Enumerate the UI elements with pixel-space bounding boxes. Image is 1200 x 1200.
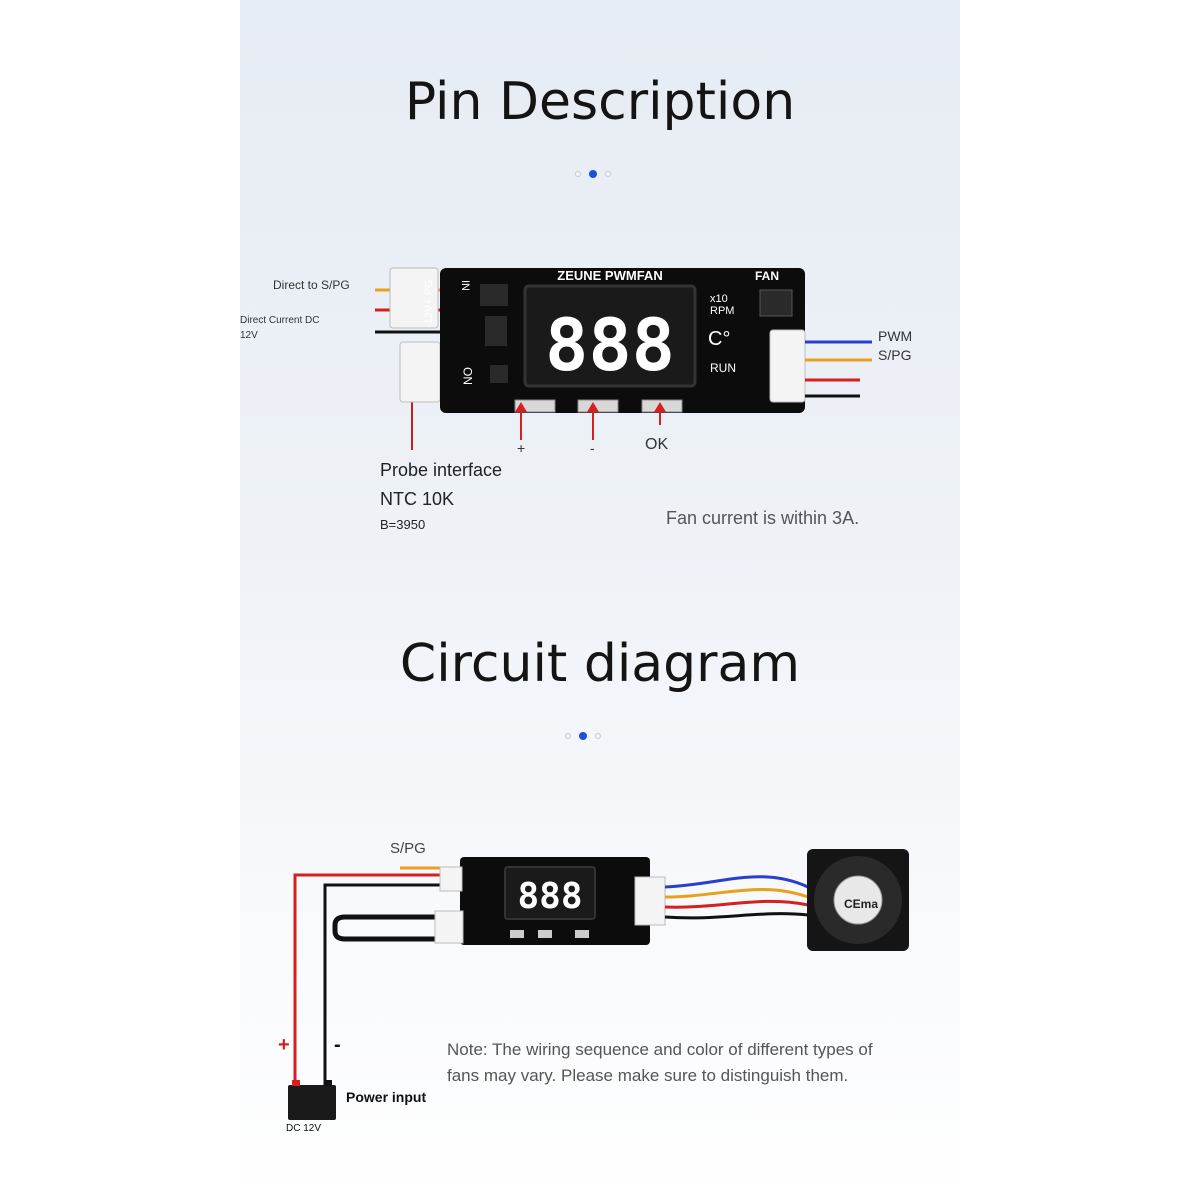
label-direct-spg: Direct to S/PG (273, 278, 350, 292)
power-wire-black (323, 883, 460, 1085)
label-button-minus: - (590, 440, 595, 456)
pcb-chip (490, 365, 508, 383)
arrow-plus-head (515, 402, 527, 412)
battery-terminal (292, 1080, 300, 1086)
board-mark-in: IN (459, 280, 471, 291)
fan-brand: CEma (844, 897, 878, 911)
circuit-right-connector (634, 876, 666, 926)
circuit-minus-sign: - (334, 1034, 341, 1056)
wiring-note-line2: fans may vary. Please make sure to disti… (447, 1066, 849, 1085)
content-panel: Pin Description 888 ZEUNE PWMFAN IN FAN … (240, 0, 960, 1200)
circuit-button (575, 930, 589, 938)
pcb-chip (485, 316, 507, 346)
pager-dots-bottom (565, 732, 601, 740)
label-button-plus: + (517, 440, 526, 456)
pcb-chip (480, 284, 508, 306)
left-connector-bottom (399, 341, 441, 403)
board-name: ZEUNE PWMFAN (557, 268, 662, 283)
dc-label: DC 12V (286, 1123, 322, 1134)
pin-description-title: Pin Description (404, 72, 796, 132)
fan-current-note: Fan current is within 3A. (666, 508, 860, 528)
pager-dots-top (575, 170, 611, 178)
arrow-minus-head (587, 402, 599, 412)
label-pwm: PWM (878, 328, 913, 344)
board-mark-power: -12V+ PG (423, 279, 435, 328)
pager-dot[interactable] (605, 171, 611, 177)
circuit-left-connector (439, 866, 463, 892)
battery-body (288, 1085, 336, 1120)
left-connector-top (389, 267, 439, 329)
fan-wire-black (664, 912, 809, 920)
probe-label-line3: B=3950 (380, 517, 426, 532)
pcb-chip-right (759, 289, 793, 317)
label-12v: 12V (240, 330, 258, 341)
pager-dot-active[interactable] (589, 170, 597, 178)
button-minus (577, 399, 619, 413)
arrow-ok-head (654, 402, 666, 412)
board-mark-run: RUN (710, 361, 736, 375)
label-button-ok: OK (645, 436, 669, 453)
led-digits: 888 (545, 303, 675, 387)
fan-wire-red (664, 899, 809, 909)
circuit-display (504, 866, 596, 920)
label-direct-current: Direct Current DC (240, 315, 320, 326)
power-input-label: Power input (346, 1089, 427, 1105)
pager-dot-active[interactable] (579, 732, 587, 740)
battery-terminal (324, 1080, 332, 1086)
board-mark-celsius: C° (708, 328, 730, 350)
power-wire-red (293, 873, 460, 1085)
wiring-note-line1: Note: The wiring sequence and color of d… (447, 1040, 873, 1059)
circuit-diagram-title: Circuit diagram (399, 634, 801, 694)
circuit-button (538, 930, 552, 938)
board-mark-rpm: RPM (710, 305, 734, 317)
probe-label-line1: Probe interface (380, 460, 503, 480)
led-display (523, 284, 697, 388)
pin-board-figure: 888 ZEUNE PWMFAN IN FAN x10 RPM C° RUN -… (375, 267, 872, 450)
pager-dot[interactable] (575, 171, 581, 177)
right-connector (769, 329, 806, 403)
fan-wire-blue (664, 875, 809, 889)
circuit-spg-label: S/PG (390, 840, 426, 857)
circuit-plus-sign: + (278, 1034, 290, 1056)
circuit-probe-connector (434, 910, 464, 944)
circuit-figure: 888 CEma (288, 849, 909, 1120)
probe-label-line2: NTC 10K (380, 489, 455, 509)
circuit-button (510, 930, 524, 938)
pager-dot[interactable] (565, 733, 571, 739)
fan-hub (833, 875, 883, 925)
pager-dot[interactable] (595, 733, 601, 739)
circuit-led-digits: 888 (517, 876, 582, 917)
board-mark-ntc: NO (461, 367, 475, 385)
board-mark-fan: FAN (755, 269, 779, 283)
board-mark-x10: x10 (710, 293, 728, 305)
label-spg-right: S/PG (878, 347, 912, 363)
ntc-probe-loop (332, 914, 435, 942)
fan-wire-yellow (664, 887, 809, 899)
